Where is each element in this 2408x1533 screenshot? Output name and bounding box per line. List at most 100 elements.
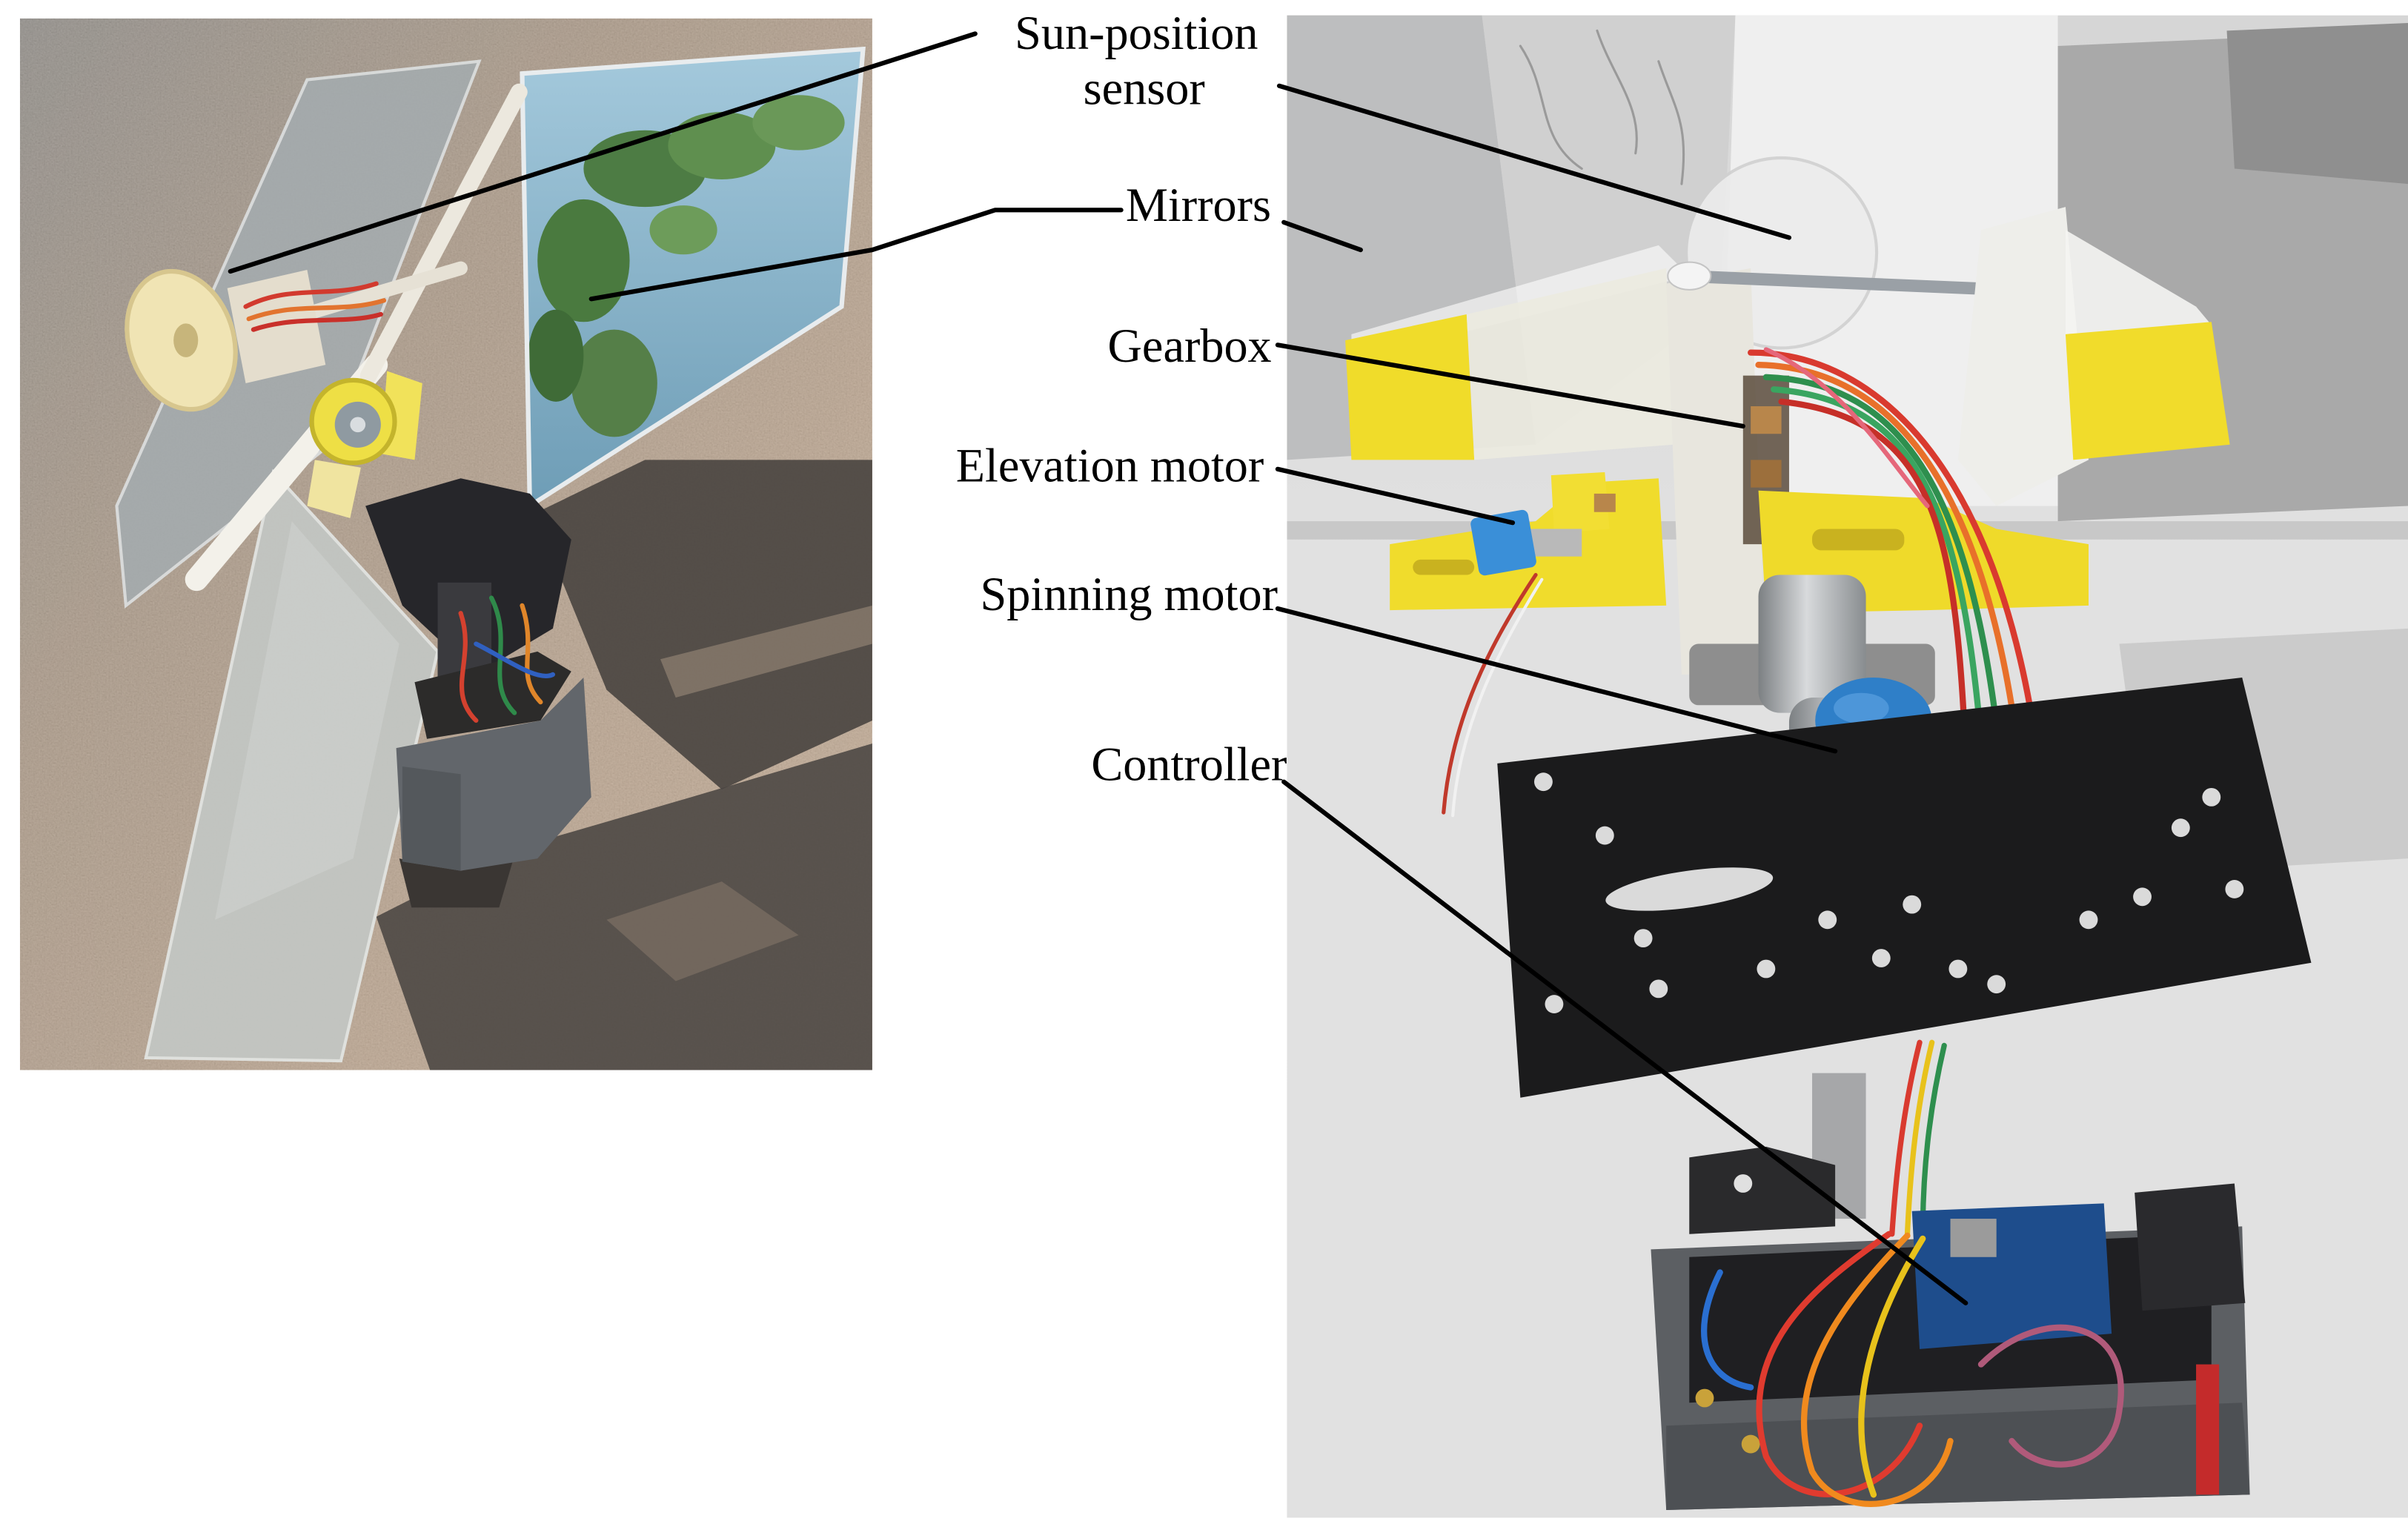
mounting-plate-hole bbox=[1757, 959, 1776, 979]
controller-wire-yellow bbox=[1858, 1235, 1926, 1498]
ground-shadow-upper bbox=[534, 460, 872, 790]
leader-line-mirrors-right bbox=[1281, 219, 1363, 253]
mirror-right-top bbox=[2065, 230, 2212, 334]
leader-line-mirrors-left bbox=[588, 208, 1124, 302]
base-box-shadow bbox=[399, 855, 515, 908]
leader-line-controller bbox=[1281, 779, 1968, 1305]
gear-bracket-lower bbox=[307, 460, 361, 518]
mounting-plate-hole bbox=[1533, 772, 1553, 792]
reflected-tree bbox=[752, 95, 845, 150]
mirror-left-white bbox=[1466, 268, 1674, 460]
base-box-front bbox=[402, 766, 461, 871]
controller-box-front bbox=[1666, 1403, 2250, 1510]
mounting-plate-hole bbox=[1987, 975, 2006, 994]
base-wire-orange bbox=[520, 603, 543, 705]
wire-bundle-red bbox=[1748, 349, 2046, 801]
base-wire-blue bbox=[474, 641, 556, 678]
wire-bundle-green-2 bbox=[1771, 386, 1991, 824]
mounting-plate-hole bbox=[1633, 929, 1653, 948]
controller-red-strip bbox=[2196, 1364, 2220, 1495]
labels: Sun-position sensor Mirrors Gearbox Elev… bbox=[956, 7, 1287, 790]
controller-block-right bbox=[2135, 1183, 2246, 1311]
sensor-wire-orange bbox=[246, 298, 387, 322]
frame-rod-upper bbox=[359, 83, 528, 385]
elevation-motor-shaft bbox=[350, 417, 366, 433]
post-wire-yellow bbox=[1904, 1039, 1935, 1237]
central-pillar bbox=[1666, 268, 1766, 675]
mounting-plate-slot bbox=[1605, 867, 1774, 911]
bracket-slot bbox=[1812, 529, 1905, 551]
brass-nut bbox=[1593, 493, 1616, 512]
mounting-plate-hole bbox=[2079, 910, 2098, 930]
label-mirrors: Mirrors bbox=[1126, 179, 1271, 231]
base-wire-green bbox=[488, 595, 517, 715]
reflected-tree bbox=[649, 205, 717, 255]
leader-line-sun-sensor-right bbox=[1276, 83, 1792, 240]
sensor-wire-darkred bbox=[251, 311, 383, 332]
mounting-plate-hole bbox=[1545, 995, 1564, 1013]
mirror-tree-reflection bbox=[522, 49, 863, 506]
gearbox-gear bbox=[1751, 406, 1782, 434]
sensor-hole bbox=[173, 323, 199, 357]
axle-cap bbox=[1667, 261, 1712, 291]
right-photo bbox=[1287, 15, 2408, 1518]
mounting-plate-hole bbox=[2171, 818, 2190, 838]
ground-light-patch bbox=[606, 881, 799, 981]
controller-block-left bbox=[1689, 1146, 1836, 1234]
mounting-plate-hole bbox=[1871, 949, 1891, 967]
mirror-right-yellow bbox=[2065, 322, 2230, 460]
gearbox-gear bbox=[1751, 460, 1782, 488]
brass-standoff bbox=[1695, 1388, 1714, 1408]
leader-line-sun-sensor-left bbox=[228, 31, 978, 274]
label-elevation-motor: Elevation motor bbox=[956, 439, 1264, 491]
stand-shield bbox=[365, 478, 571, 675]
reflected-tree bbox=[571, 329, 657, 437]
leader-line-gearbox bbox=[1275, 342, 1745, 429]
controller-pcb bbox=[1911, 1203, 2112, 1349]
bracket-slot bbox=[1413, 559, 1475, 575]
controller-wire-magenta bbox=[1977, 1324, 2124, 1468]
leader-line-elevation-motor bbox=[1275, 466, 1516, 526]
controller-wire-orange bbox=[1800, 1232, 1954, 1507]
mirror-tree-frame bbox=[520, 46, 866, 511]
mounting-plate-hole bbox=[2133, 887, 2152, 907]
wire-bundle-pink bbox=[1763, 347, 1930, 509]
label-controller: Controller bbox=[1091, 738, 1287, 791]
label-spinning-motor: Spinning motor bbox=[981, 568, 1278, 620]
mounting-plate-hole bbox=[1818, 910, 1837, 930]
mounting-plate-hole bbox=[2225, 880, 2244, 898]
mirror-left-yellow bbox=[1345, 314, 1475, 460]
usb-connector bbox=[1950, 1219, 1997, 1257]
brass-standoff bbox=[1741, 1434, 1760, 1454]
mounting-plate-hole bbox=[2202, 787, 2221, 807]
post-wire-red bbox=[1889, 1039, 1923, 1237]
controller-block-hole bbox=[1734, 1174, 1753, 1193]
wire-bundle-orange bbox=[1755, 362, 2028, 808]
ground-light-streak bbox=[660, 605, 872, 698]
mounting-plate-hole bbox=[1595, 826, 1614, 845]
label-gearbox: Gearbox bbox=[1108, 319, 1272, 372]
elevation-motor bbox=[1470, 509, 1536, 576]
elevation-motor-shaft bbox=[1529, 529, 1582, 557]
sensor-wire-red bbox=[243, 281, 379, 309]
elevation-motor-wire bbox=[1442, 572, 1538, 815]
reflected-tree bbox=[528, 309, 584, 402]
label-sun-position-sensor-line1: Sun-position bbox=[1015, 7, 1258, 59]
wall-mark bbox=[1519, 29, 1685, 185]
leader-line-spinning-motor bbox=[1275, 606, 1838, 754]
reflected-tree bbox=[668, 111, 776, 179]
mounting-plate bbox=[1497, 678, 2312, 1098]
sensor-holder bbox=[227, 269, 326, 383]
mounting-plate-hole bbox=[1948, 959, 1968, 979]
elevation-motor-wire-light bbox=[1451, 577, 1544, 818]
bracket-upright bbox=[1550, 471, 1610, 534]
spinning-motor-cap-highlight bbox=[1834, 692, 1889, 724]
leader-lines bbox=[228, 31, 1968, 1305]
wall-right-dark bbox=[2226, 23, 2408, 185]
base-wire-red bbox=[458, 611, 479, 724]
left-photo bbox=[19, 18, 872, 1070]
mounting-plate-hole bbox=[1649, 979, 1668, 999]
ground-shadow-lower bbox=[376, 743, 872, 1070]
mirror-front-sheen bbox=[215, 521, 399, 920]
